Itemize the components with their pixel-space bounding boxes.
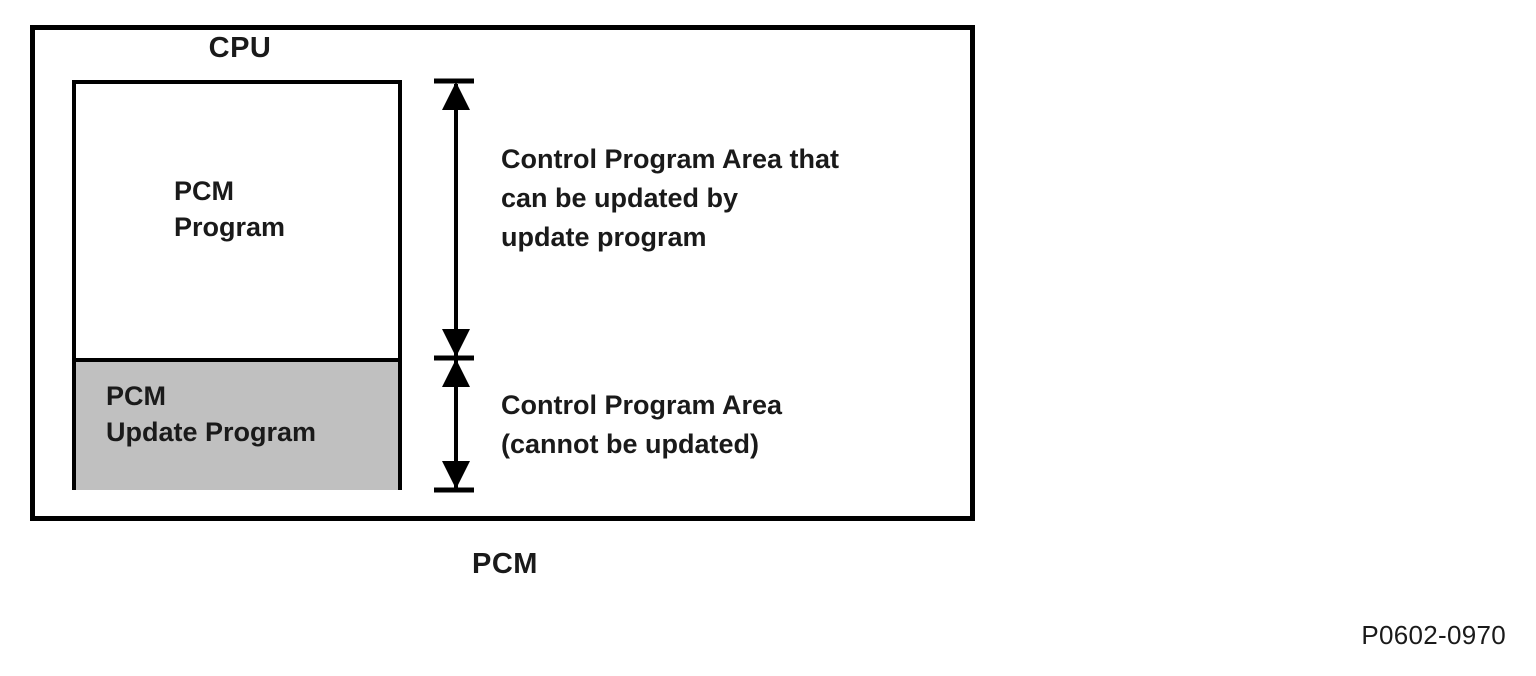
memory-region-pcm-update-program-label: PCM Update Program [106, 381, 317, 447]
memory-map: PCM Program PCM Update Program [72, 80, 402, 490]
memory-region-pcm-update-program: PCM Update Program [76, 358, 398, 490]
reference-code: P0602-0970 [1361, 620, 1506, 650]
annotation-updatable-area: Control Program Area that can be updated… [501, 144, 840, 253]
cpu-label: CPU [208, 32, 272, 64]
annotation-fixed-area: Control Program Area (cannot be updated) [501, 390, 783, 460]
memory-region-pcm-program-label: PCM Program [174, 176, 286, 242]
figure-caption: PCM [472, 548, 538, 580]
memory-region-pcm-program: PCM Program [76, 84, 398, 358]
